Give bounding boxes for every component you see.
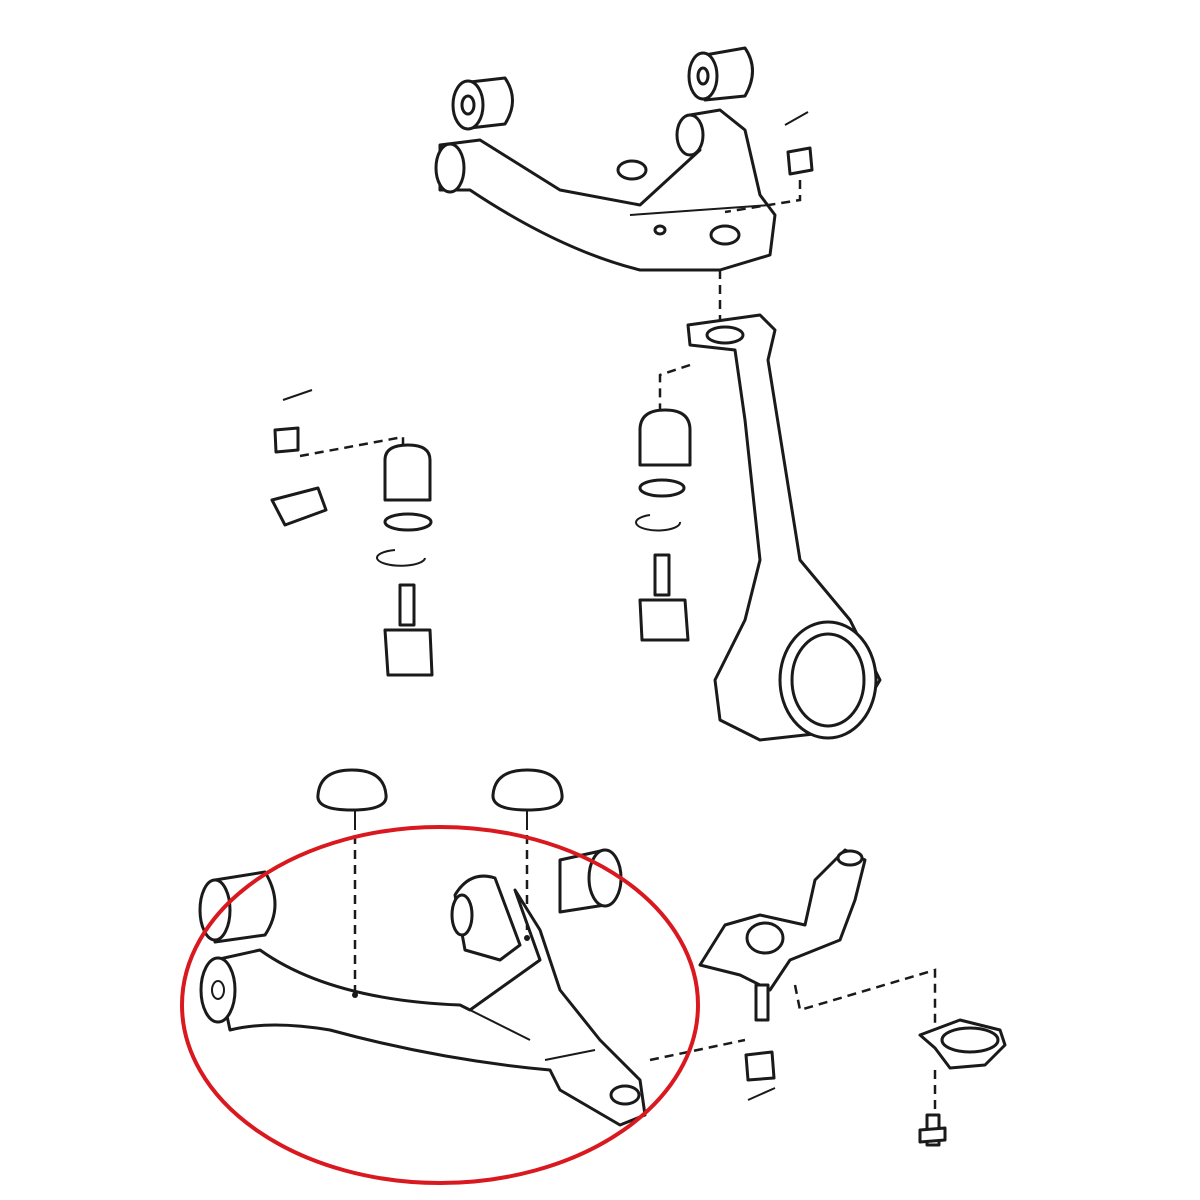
ball-stud [653,553,671,597]
upper-arm-front-eye [434,142,466,194]
lower-arm-front-eye [199,956,237,1024]
retaining-ring [383,512,433,532]
upper-arm-rear-eye [675,113,705,157]
upper-cotter-pin [784,111,809,126]
cotter-pin [282,389,313,401]
lower-arm-rear-eye [453,874,522,962]
bump-stop-left [316,768,388,830]
dust-boot [638,408,692,467]
snap-ring [376,549,426,567]
steering-arm [698,848,867,1101]
lower-castle-nut [744,1050,776,1082]
dust-cover [918,1018,1007,1070]
upper-bushing-right [687,46,754,102]
bump-stop-right [491,768,564,830]
dust-boot [383,443,432,502]
bolt [918,1113,947,1147]
upper-plug [616,159,648,181]
lower-bushing-front [198,870,277,944]
upper-arm-ball-joint-hole [709,224,741,246]
lower-arm-ball-joint-hole [609,1084,641,1106]
upper-bushing-left [451,76,514,131]
upper-ball-joint [635,408,692,642]
snap-ring [635,514,682,532]
upper-control-arm-assembly [434,46,814,320]
lower-control-arm-assembly [198,848,647,1127]
retaining-ring [638,478,686,498]
castle-nut [273,426,300,454]
ball-stud [398,583,416,627]
upper-castle-nut [786,146,814,176]
lower-cotter-pin [747,1087,776,1101]
highlight-circle [180,825,700,1185]
lower-ball-joint-kit [270,389,434,677]
boot-clip [270,486,328,527]
lower-control-arm [213,888,647,1127]
upper-control-arm [438,108,777,272]
steering-knuckle [686,313,882,742]
